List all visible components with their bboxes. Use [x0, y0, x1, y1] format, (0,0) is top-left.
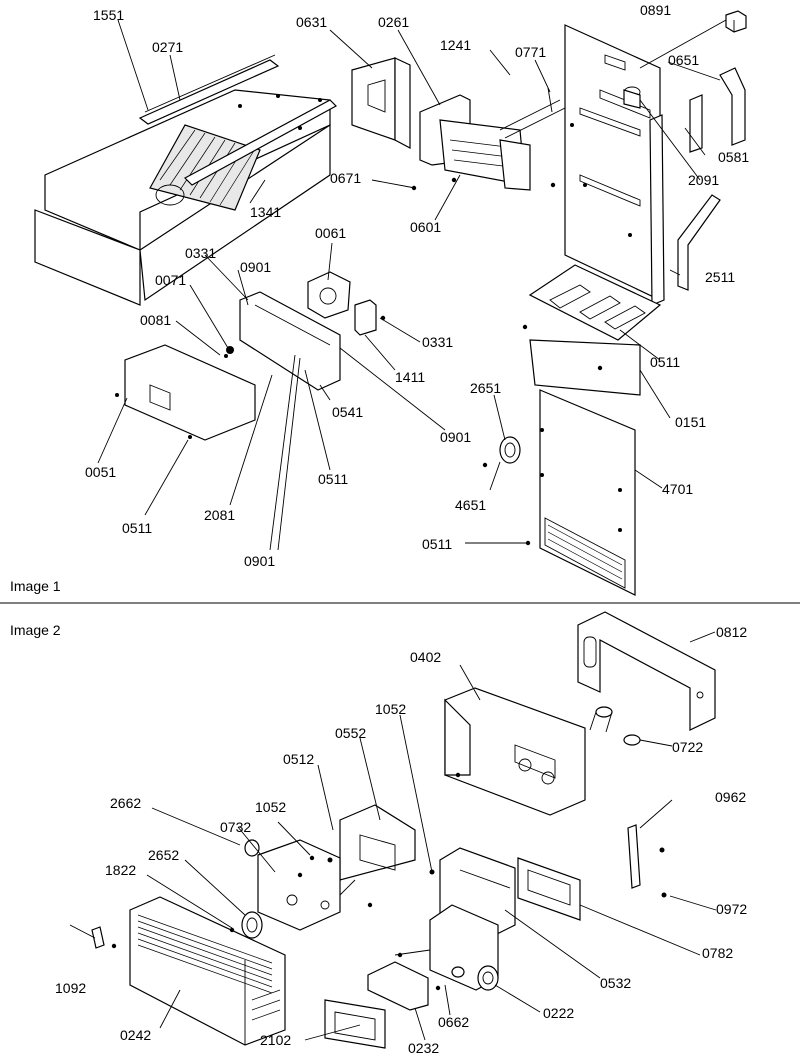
strip-0962-part	[627, 824, 667, 898]
motor-0061-part	[307, 271, 351, 319]
assembly-0732-part	[257, 839, 341, 931]
labels-image-1: 1551 0271 0631 0261 1241 0771 0891 0651 …	[10, 2, 749, 594]
label-0662: 0662	[438, 1014, 469, 1030]
label-0782: 0782	[702, 945, 733, 961]
label-0331a: 0331	[185, 245, 216, 261]
side-rail-part	[184, 99, 337, 186]
screws-image-1	[238, 94, 603, 546]
label-0271: 0271	[152, 39, 183, 55]
label-0901c: 0901	[244, 553, 275, 569]
label-0402: 0402	[410, 649, 441, 665]
grill-0511-part	[528, 264, 662, 396]
label-0972: 0972	[716, 901, 747, 917]
bracket-1411-part	[354, 299, 377, 336]
label-0722: 0722	[672, 739, 703, 755]
control-box-0051-part	[115, 344, 256, 441]
front-panel-vents	[137, 914, 273, 994]
label-0511c: 0511	[122, 520, 152, 536]
assembly-0222-part	[429, 904, 499, 991]
label-0051: 0051	[85, 464, 116, 480]
label-0331b: 0331	[422, 334, 453, 350]
strip-2091-part	[623, 86, 665, 306]
label-0601: 0601	[410, 219, 441, 235]
label-0651: 0651	[668, 52, 699, 68]
knob-2652-part	[241, 911, 263, 939]
label-0631: 0631	[296, 14, 327, 30]
label-0541: 0541	[332, 404, 363, 420]
frame-0782-part	[517, 857, 581, 921]
knob-2651-part	[499, 436, 521, 464]
label-2651: 2651	[470, 380, 501, 396]
label-1551: 1551	[93, 7, 124, 23]
housing-0402-part	[444, 687, 586, 816]
label-2652: 2652	[148, 847, 179, 863]
cube-0891-part	[725, 10, 747, 33]
leader-lines-image-1	[97, 19, 721, 551]
cover-0631-part	[351, 57, 411, 149]
label-0732: 0732	[220, 819, 251, 835]
plate-2102-part	[324, 999, 386, 1049]
icemaker-housing-part	[419, 94, 531, 191]
label-1241: 1241	[440, 37, 471, 53]
label-0901b: 0901	[440, 429, 471, 445]
label-2081: 2081	[204, 507, 235, 523]
label-0511d: 0511	[422, 536, 452, 552]
knob-2662-part	[244, 839, 260, 857]
caption-image-2: Image 2	[10, 622, 61, 638]
image-2-panel: Image 2	[10, 611, 747, 1056]
label-4651: 4651	[455, 497, 486, 513]
label-2662: 2662	[110, 795, 141, 811]
label-0081: 0081	[140, 312, 171, 328]
label-1341: 1341	[250, 204, 281, 220]
bracket-0651-part	[719, 67, 746, 146]
caption-image-1: Image 1	[10, 578, 61, 594]
label-2102: 2102	[260, 1032, 291, 1048]
front-panel-0242-part	[129, 896, 286, 1046]
leader-lines-image-2	[69, 631, 717, 1041]
label-0232: 0232	[408, 1040, 439, 1056]
label-0552: 0552	[335, 725, 366, 741]
image-1-panel: 1551 0271 0631 0261 1241 0771 0891 0651 …	[10, 2, 749, 596]
slider-0232-part	[367, 961, 429, 1011]
fill-tube-part	[499, 87, 566, 139]
label-0581: 0581	[718, 149, 749, 165]
screws-image-2	[229, 772, 461, 991]
label-0071: 0071	[155, 272, 186, 288]
label-0151: 0151	[675, 414, 706, 430]
back-panel-part	[564, 24, 661, 301]
label-0771: 0771	[515, 44, 546, 60]
label-0891: 0891	[640, 2, 671, 18]
label-1822: 1822	[105, 862, 136, 878]
label-0512: 0512	[283, 751, 314, 767]
labels-image-2: 0812 0402 1052 0552 0722 0512 2662 1052 …	[55, 624, 747, 1056]
label-0962: 0962	[715, 789, 746, 805]
label-0901a: 0901	[240, 259, 271, 275]
label-0812: 0812	[716, 624, 747, 640]
label-0222: 0222	[543, 1005, 574, 1021]
label-0532: 0532	[600, 975, 631, 991]
bracket-0901-part	[224, 291, 341, 391]
label-1052b: 1052	[255, 799, 286, 815]
label-0671: 0671	[330, 170, 361, 186]
label-2091: 2091	[688, 172, 719, 188]
label-0511a: 0511	[650, 354, 680, 370]
label-1092: 1092	[55, 980, 86, 996]
label-2511: 2511	[705, 269, 735, 285]
clip-1092-part	[91, 926, 117, 949]
label-0511b: 0511	[318, 471, 348, 487]
label-0061: 0061	[315, 225, 346, 241]
bracket-0812-part	[577, 611, 716, 731]
lower-panel-4701-part	[539, 389, 636, 596]
label-1052a: 1052	[375, 701, 406, 717]
label-1411: 1411	[395, 369, 425, 385]
label-0242: 0242	[120, 1027, 151, 1043]
strip-2511-part	[677, 194, 721, 291]
label-0261: 0261	[378, 14, 409, 30]
tube-0722-part	[589, 706, 641, 746]
bracket-0552-part	[339, 804, 416, 881]
label-4701: 4701	[662, 481, 693, 497]
top-rail-part	[138, 54, 280, 125]
